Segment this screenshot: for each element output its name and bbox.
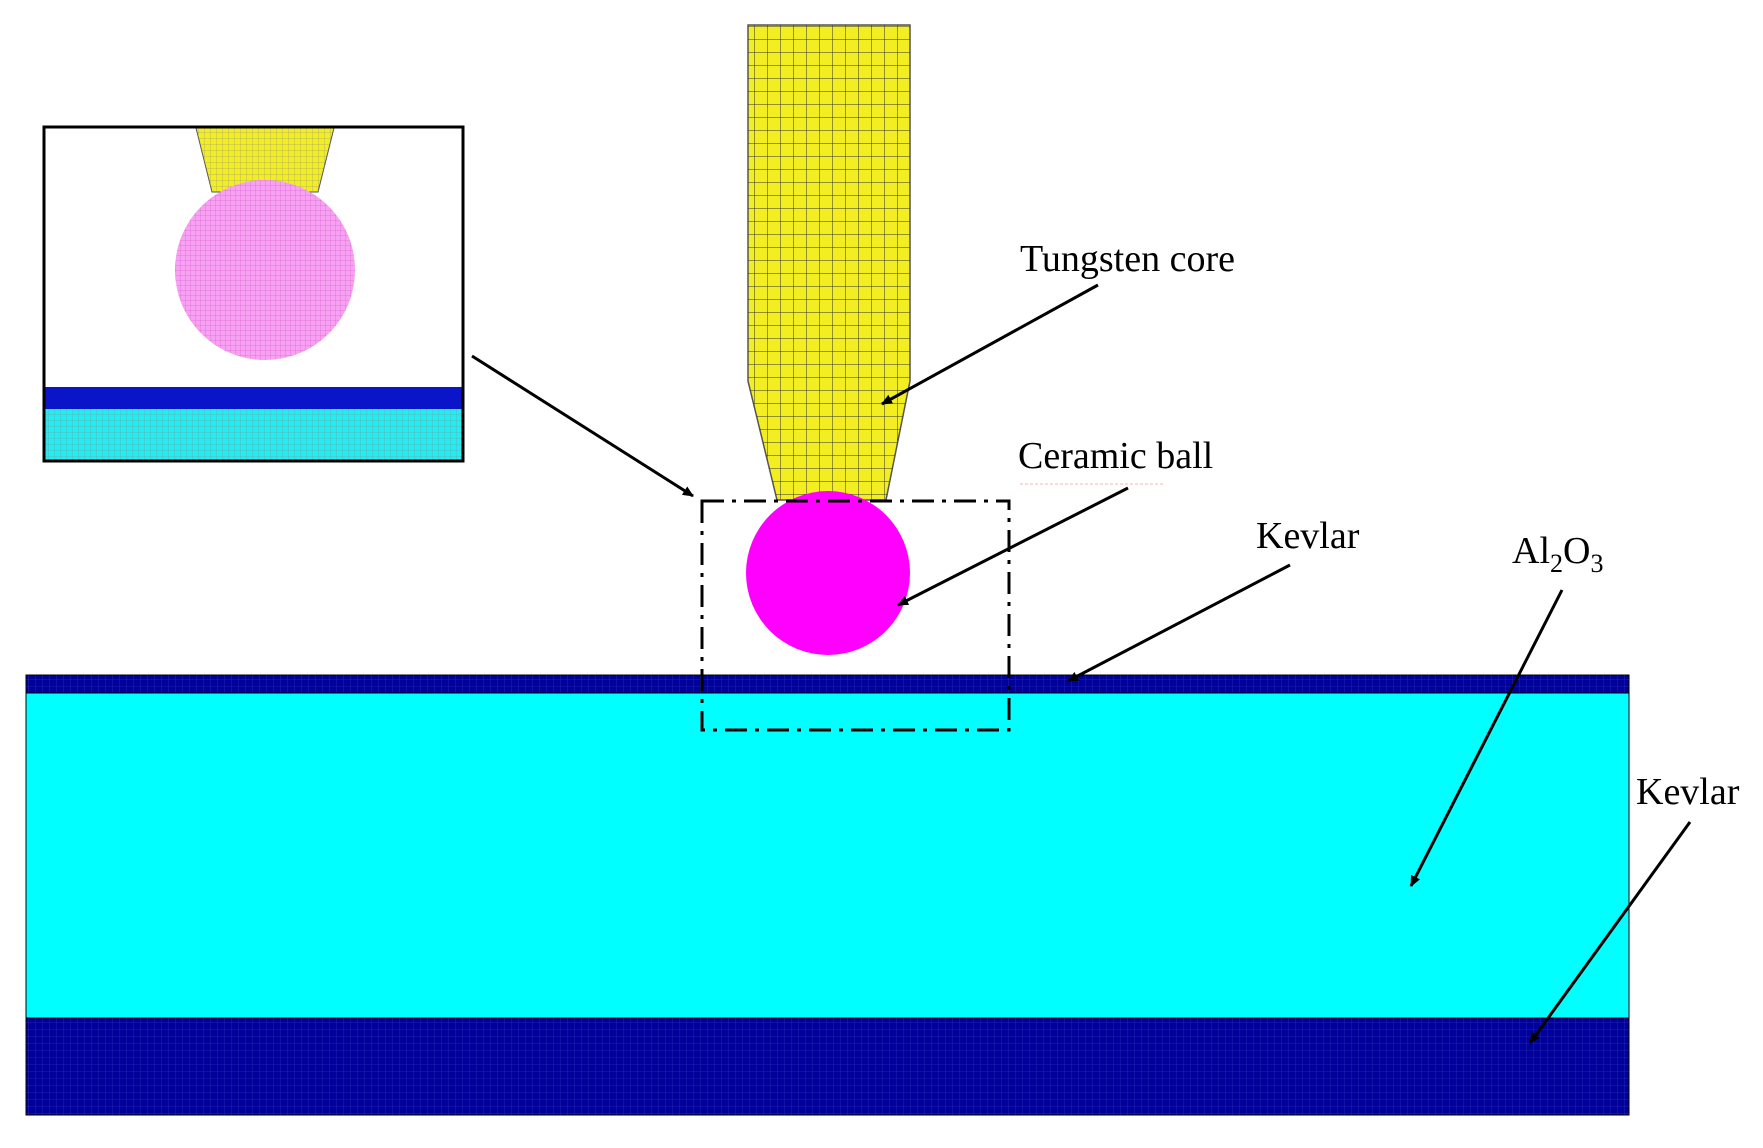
inset-kevlar-layer bbox=[44, 387, 463, 409]
label-kevlar-bottom: Kevlar bbox=[1636, 771, 1740, 813]
tungsten-leader-arrow bbox=[881, 283, 1099, 406]
kevlar-top-leader-arrow bbox=[1067, 563, 1291, 683]
kevlar-top-plate bbox=[25, 674, 1630, 694]
kevlar-bottom-leader-arrow bbox=[1528, 821, 1692, 1044]
zoom-region-box bbox=[700, 499, 1011, 732]
ceramic-ball bbox=[746, 491, 910, 655]
label-alumina: Al2O3 bbox=[1512, 530, 1603, 578]
inset-pointer-arrow bbox=[471, 354, 694, 498]
label-tungsten-core: Tungsten core bbox=[1020, 238, 1235, 280]
label-kevlar-top: Kevlar bbox=[1256, 515, 1360, 557]
alumina-leader-arrow bbox=[1409, 589, 1564, 887]
kevlar-bottom-plate bbox=[25, 1017, 1630, 1116]
tungsten-core bbox=[747, 24, 911, 501]
inset-detail-panel bbox=[42, 125, 465, 463]
ceramic-leader-arrow bbox=[897, 486, 1129, 607]
alumina-plate bbox=[25, 692, 1630, 1019]
label-ceramic-ball: Ceramic ball bbox=[1018, 435, 1213, 477]
